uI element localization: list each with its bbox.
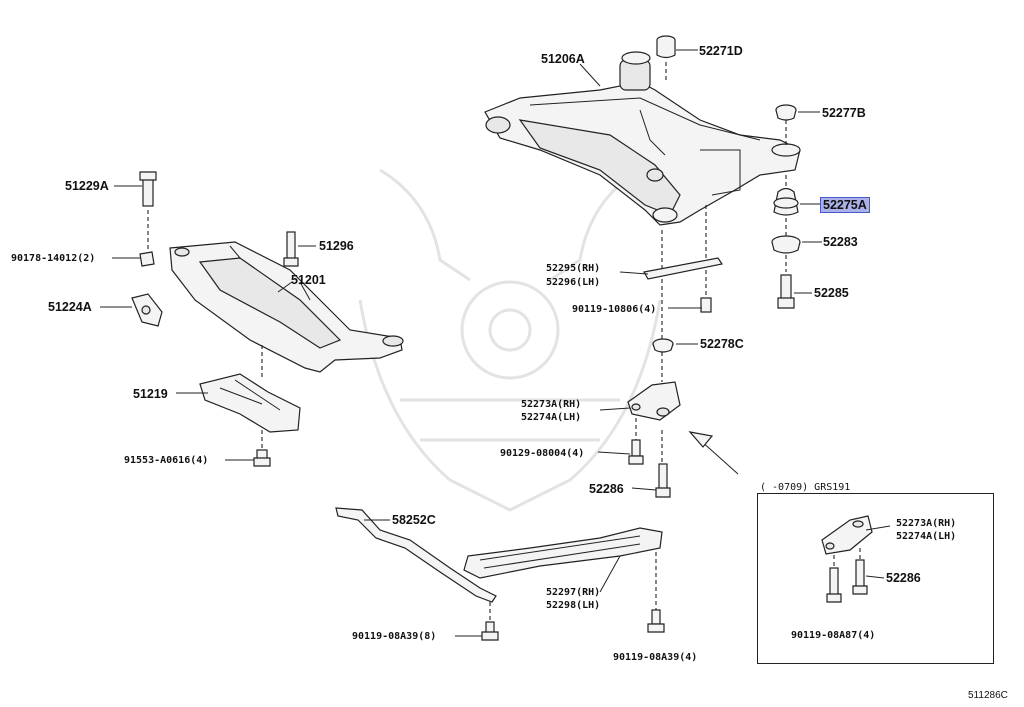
inset-frame — [757, 493, 994, 664]
label-52277B[interactable]: 52277B — [822, 106, 866, 120]
label-90178-14012[interactable]: 90178-14012(2) — [11, 253, 96, 264]
label-51219[interactable]: 51219 — [133, 387, 168, 401]
label-52271D[interactable]: 52271D — [699, 44, 743, 58]
label-90119-08A39-8[interactable]: 90119-08A39(8) — [352, 631, 437, 642]
label-51229A[interactable]: 51229A — [65, 179, 109, 193]
inset-label-52273A[interactable]: 52273A(RH) — [896, 518, 957, 529]
arm-52295 — [643, 257, 723, 280]
label-90119-10806[interactable]: 90119-10806(4) — [572, 304, 657, 315]
label-52296[interactable]: 52296(LH) — [546, 277, 601, 288]
bolt-52286 — [655, 463, 671, 498]
label-52285[interactable]: 52285 — [814, 286, 849, 300]
bolt-51296 — [283, 231, 299, 267]
brace-52297 — [463, 527, 663, 579]
bushing-52271D — [656, 35, 676, 59]
bolt-90119-10806 — [700, 297, 712, 313]
bolt-91553-A0616 — [253, 449, 271, 467]
label-52286[interactable]: 52286 — [589, 482, 624, 496]
plate-51219 — [199, 373, 301, 433]
bracket-52273A — [627, 381, 681, 421]
diagram-id: 511286C — [968, 690, 1008, 701]
label-52274A[interactable]: 52274A(LH) — [521, 412, 582, 423]
label-52295[interactable]: 52295(RH) — [546, 263, 601, 274]
bolt-90129-08004 — [628, 439, 644, 465]
leader-lines — [100, 49, 891, 637]
bolt-51229A — [139, 171, 157, 207]
label-52298[interactable]: 52298(LH) — [546, 600, 601, 611]
washer-52277B — [775, 104, 797, 121]
rear-subframe-51206A — [484, 51, 801, 226]
stopper-52283 — [771, 235, 801, 254]
inset-caption: ( -0709) GRS191 — [760, 482, 851, 493]
inset-label-52274A[interactable]: 52274A(LH) — [896, 531, 957, 542]
label-90119-08A39-4[interactable]: 90119-08A39(4) — [613, 652, 698, 663]
direction-arrow — [688, 431, 739, 475]
inset-bolt-52286 — [852, 559, 868, 595]
bushing-52275A — [773, 187, 799, 216]
inset-label-52286[interactable]: 52286 — [886, 571, 921, 585]
label-52278C[interactable]: 52278C — [700, 337, 744, 351]
bolt-90119-08A39-4 — [647, 609, 665, 633]
inset-bolt-90119-08A87 — [826, 567, 842, 603]
label-51224A[interactable]: 51224A — [48, 300, 92, 314]
label-51296[interactable]: 51296 — [319, 239, 354, 253]
inset-label-90119-08A87[interactable]: 90119-08A87(4) — [791, 630, 876, 641]
label-52297[interactable]: 52297(RH) — [546, 587, 601, 598]
label-51206A[interactable]: 51206A — [541, 52, 585, 66]
label-52283[interactable]: 52283 — [823, 235, 858, 249]
washer-52278C — [652, 338, 674, 353]
inset-bracket — [821, 515, 873, 555]
watermark-emblem — [358, 168, 662, 512]
bolt-90119-08A39-8 — [481, 621, 499, 641]
bracket-51224A — [131, 293, 163, 327]
label-58252C[interactable]: 58252C — [392, 513, 436, 527]
label-90129-08004[interactable]: 90129-08004(4) — [500, 448, 585, 459]
nut-90178-14012 — [139, 251, 155, 267]
label-51201[interactable]: 51201 — [291, 273, 326, 287]
strap-58252C — [335, 507, 497, 603]
label-91553-A0616[interactable]: 91553-A0616(4) — [124, 455, 209, 466]
label-52275A-highlighted[interactable]: 52275A — [820, 197, 870, 213]
label-52273A[interactable]: 52273A(RH) — [521, 399, 582, 410]
member-51201 — [169, 241, 404, 373]
bolt-52285 — [777, 274, 795, 309]
